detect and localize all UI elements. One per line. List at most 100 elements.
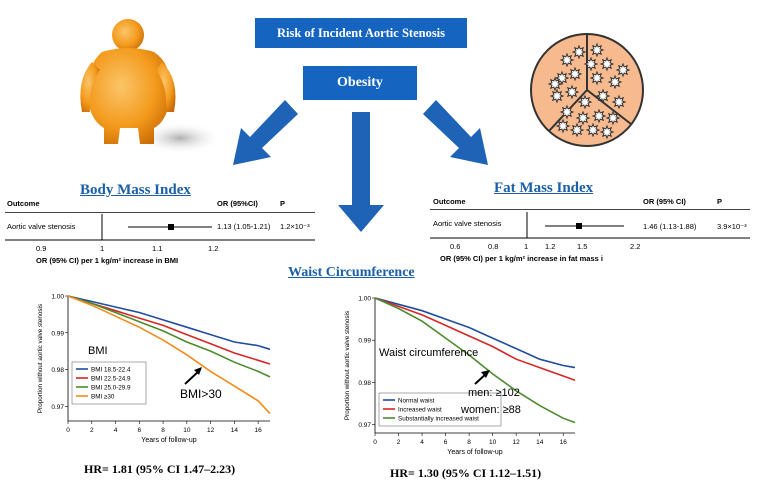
- annotation-arrowhead: [481, 370, 490, 378]
- series-line: [67, 295, 271, 415]
- series-line: [67, 295, 271, 378]
- fat-cell: [599, 56, 615, 72]
- chart-arrow-label: BMI>30: [180, 387, 222, 401]
- fmi-tick-label: 1: [524, 242, 529, 251]
- fat-cell: [567, 66, 583, 82]
- y-tick-label: 0.98: [358, 380, 371, 387]
- series-line: [374, 297, 576, 382]
- x-tick-label: 10: [183, 427, 191, 434]
- legend-label: BMI 22.5-24.9: [91, 375, 131, 382]
- chart-arrow-label: men: ≥102: [468, 387, 520, 399]
- fat-cell: [549, 88, 565, 104]
- bmi-km-chart: 1.00 0.99 0.98 0.97 0 2 4 6 8 10 12 14 16 Proportion …: [37, 294, 271, 444]
- x-tick-label: 6: [137, 427, 141, 434]
- fat-cell: [564, 84, 580, 100]
- y-tick-label: 1.00: [358, 296, 371, 303]
- fat-cell: [559, 52, 575, 68]
- y-tick-label: 0.98: [51, 367, 64, 374]
- fmi-tick-label: 1.5: [577, 242, 588, 251]
- fat-cell: [589, 70, 605, 86]
- fmi-tick-label: 1.2: [545, 242, 556, 251]
- legend-label: Increased waist: [398, 406, 442, 413]
- x-tick-label: 16: [255, 427, 263, 434]
- x-tick-label: 12: [207, 427, 215, 434]
- waist-km-chart: 1.00 0.99 0.98 0.97 0 2 4 6 8 10 12 14 16 Proportion …: [344, 296, 576, 456]
- fmi-tick-label: 0.8: [488, 242, 499, 251]
- x-tick-label: 8: [161, 427, 165, 434]
- fat-cell: [611, 94, 627, 110]
- fat-cell: [599, 124, 615, 140]
- x-tick-label: 0: [66, 427, 70, 434]
- x-tick-label: 14: [231, 427, 239, 434]
- fmi-axis-label: OR (95% CI) per 1 kg/m² increase in fat …: [440, 254, 603, 263]
- x-tick-label: 16: [560, 439, 568, 446]
- legend-label: Substantially increased waist: [398, 415, 479, 422]
- fat-cells-icon: [530, 33, 644, 147]
- fat-cell: [589, 42, 605, 58]
- fat-cell: [595, 88, 611, 104]
- fat-cell: [577, 94, 593, 110]
- series-line: [67, 295, 271, 365]
- fat-cell: [585, 122, 601, 138]
- x-tick-label: 14: [536, 439, 544, 446]
- fmi-tick-label: 2.2: [630, 242, 641, 251]
- legend-label: BMI 18.5-22.4: [91, 366, 131, 373]
- y-tick-label: 0.99: [51, 330, 64, 337]
- y-tick-label: 0.97: [51, 404, 64, 411]
- x-tick-label: 2: [90, 427, 94, 434]
- fat-cell: [559, 104, 575, 120]
- fat-cell: [547, 76, 563, 92]
- bmi-section-title: Body Mass Index: [80, 182, 191, 198]
- fat-cell: [555, 118, 571, 134]
- legend-label: BMI ≥30: [91, 393, 115, 400]
- x-tick-label: 4: [420, 439, 424, 446]
- annotation-arrowhead: [194, 367, 202, 375]
- y-tick-label: 1.00: [51, 294, 64, 301]
- bmi-axis-label: OR (95% CI) per 1 kg/m² increase in BMI: [36, 256, 179, 265]
- fat-cell: [605, 110, 621, 126]
- arrow-right: [423, 100, 488, 165]
- x-tick-label: 8: [467, 439, 471, 446]
- bmi-tick-label: 1.1: [152, 244, 163, 253]
- y-tick-label: 0.99: [358, 338, 371, 345]
- x-tick-label: 4: [114, 427, 118, 434]
- y-tick-label: 0.97: [358, 422, 371, 429]
- series-line: [374, 297, 576, 369]
- obesity-box: Obesity: [303, 66, 417, 100]
- fmi-tick-label: 0.6: [450, 242, 461, 251]
- fat-cell: [569, 122, 585, 138]
- arrow-left: [233, 100, 298, 165]
- fat-cell: [615, 62, 631, 78]
- legend-label: BMI 25.0-29.9: [91, 384, 131, 391]
- arrows: [233, 100, 488, 232]
- chart-annotation: BMI: [88, 345, 108, 357]
- bmi-tick-label: 0.9: [36, 244, 47, 253]
- legend-box: [378, 392, 502, 427]
- series-line: [374, 297, 576, 424]
- obese-person-icon: [80, 19, 222, 154]
- y-axis-label: Proportion without aortic valve stenosis: [37, 304, 44, 413]
- fmi-section-title: Fat Mass Index: [494, 180, 594, 196]
- x-tick-label: 12: [513, 439, 521, 446]
- chart-annotation: Waist circumference: [379, 347, 478, 359]
- chart-arrow-label: women: ≥88: [460, 404, 521, 416]
- x-axis-label: Years of follow-up: [141, 437, 196, 444]
- x-tick-label: 2: [397, 439, 401, 446]
- fat-cell: [591, 108, 607, 124]
- legend-label: Normal waist: [398, 397, 435, 404]
- bmi-tick-label: 1.2: [208, 244, 219, 253]
- x-tick-label: 10: [489, 439, 497, 446]
- hr-left: HR= 1.81 (95% CI 1.47–2.23): [84, 462, 236, 476]
- fat-cell: [607, 74, 623, 90]
- x-tick-label: 6: [444, 439, 448, 446]
- title-box: Risk of Incident Aortic Stenosis: [255, 18, 467, 48]
- y-axis-label: Proportion without aortic valve stenosis: [344, 311, 351, 420]
- fat-cell: [583, 56, 599, 72]
- bmi-tick-label: 1: [100, 244, 105, 253]
- fat-cell: [575, 110, 591, 126]
- x-tick-label: 0: [373, 439, 377, 446]
- series-line: [67, 295, 271, 351]
- waist-section-title: Waist Circumference: [288, 265, 415, 280]
- arrow-center: [338, 112, 384, 232]
- hr-right: HR= 1.30 (95% CI 1.12–1.51): [390, 466, 542, 480]
